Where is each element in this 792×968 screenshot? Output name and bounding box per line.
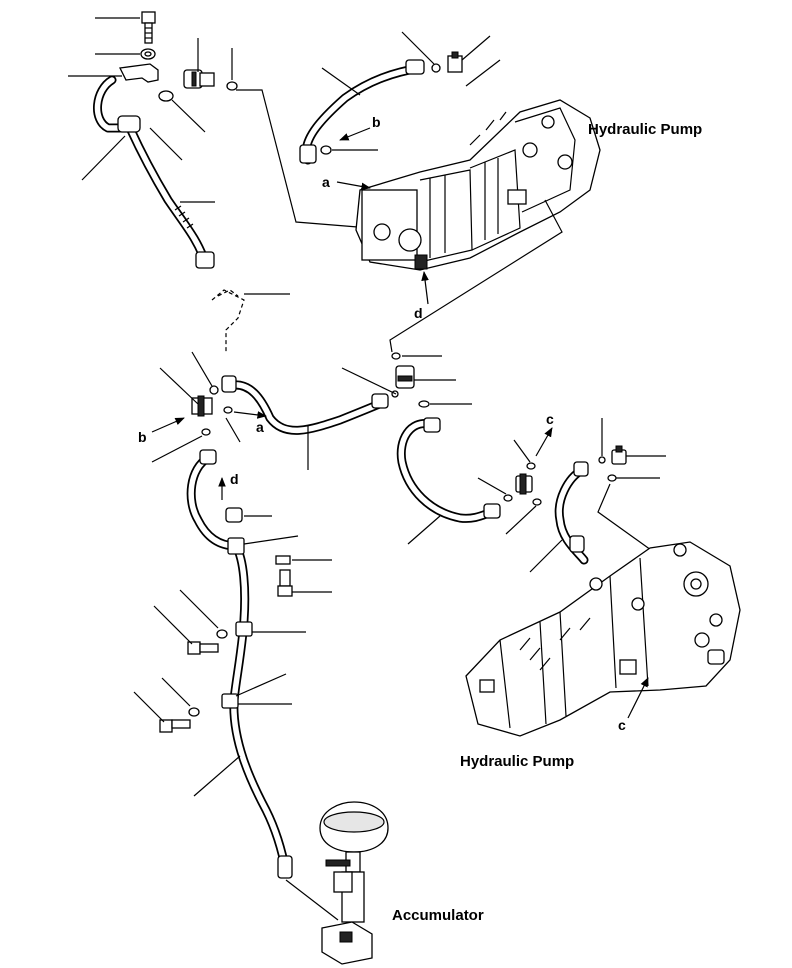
clamp-bracket-icon	[119, 63, 159, 83]
accumulator	[285, 801, 389, 965]
center-tee-fitting-icon	[341, 352, 472, 408]
hydraulic-pump-top	[355, 99, 601, 271]
svg-text:b: b	[138, 429, 147, 445]
elbow-fitting-icon	[183, 69, 215, 89]
o-ring-small-icon	[226, 81, 238, 91]
svg-text:b: b	[372, 114, 381, 130]
ref-arrow-d-top: d	[414, 271, 429, 321]
ref-arrow-b-mid: b	[138, 417, 185, 445]
mid-hose-a	[221, 375, 389, 470]
elbow-fitting-mid-icon	[191, 395, 213, 417]
bolt-mid-icon	[277, 569, 293, 597]
svg-text:d: d	[414, 305, 423, 321]
svg-text:d: d	[230, 471, 239, 487]
ref-arrow-a-top: a	[322, 174, 371, 191]
pump-bottom-label: Hydraulic Pump	[460, 753, 574, 770]
clamp-hardware	[133, 535, 332, 733]
top-fitting-icon	[447, 51, 463, 73]
ref-arrow-c-mid: c	[535, 411, 554, 457]
bolt-washer-1-icon	[187, 629, 228, 655]
pump-top-label: Hydraulic Pump	[588, 121, 702, 138]
short-hose-right	[529, 461, 589, 573]
ref-arrow-a-mid: a	[233, 411, 267, 435]
ref-arrow-d-mid: d	[218, 471, 239, 500]
accumulator-label: Accumulator	[392, 907, 484, 924]
spacer-icon	[275, 555, 291, 565]
cap-icon	[225, 507, 272, 523]
mid-hose-right	[396, 417, 513, 545]
washer-icon	[140, 48, 156, 60]
svg-text:a: a	[322, 174, 330, 190]
middle-fittings	[151, 351, 241, 463]
bolt-icon	[141, 11, 156, 44]
accumulator-hose	[186, 449, 293, 879]
svg-text:c: c	[618, 717, 626, 733]
tee-fitting-c-icon	[505, 439, 542, 535]
o-ring-icon	[158, 90, 174, 102]
ref-arrow-c-bottom: c	[618, 677, 649, 733]
svg-text:c: c	[546, 411, 554, 427]
ref-arrow-b-top: b	[339, 114, 381, 141]
top-left-hose-assembly	[68, 11, 371, 269]
top-pump-hose	[299, 31, 501, 165]
phantom-hose	[211, 289, 290, 352]
bolt-washer-2-icon	[159, 707, 200, 733]
suction-hose-icon	[93, 75, 215, 269]
hydraulic-pump-bottom	[465, 541, 741, 737]
svg-text:a: a	[256, 419, 264, 435]
